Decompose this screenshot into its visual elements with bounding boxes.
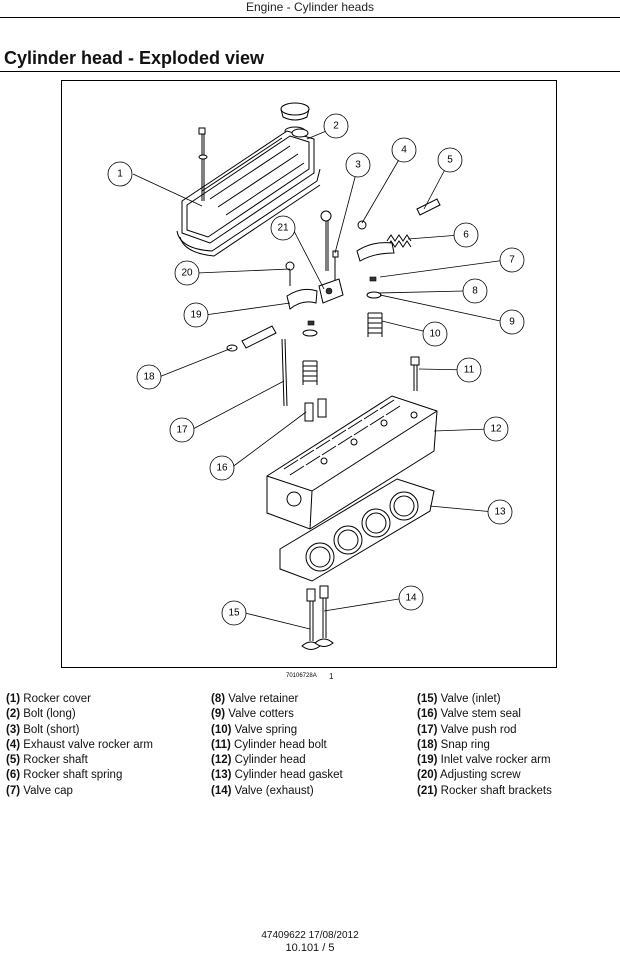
push-rod-part <box>281 338 288 407</box>
svg-text:21: 21 <box>277 223 289 234</box>
callout-9: 9 <box>499 309 525 335</box>
svg-text:10: 10 <box>429 329 441 340</box>
footer-page-number: 10.101 / 5 <box>285 942 335 954</box>
svg-text:18: 18 <box>143 372 155 383</box>
page-title: Cylinder head - Exploded view <box>4 48 265 68</box>
svg-text:9: 9 <box>509 317 515 328</box>
legend-item: (11) Cylinder head bolt <box>211 738 327 751</box>
header-rule <box>0 17 620 18</box>
rocker-bolts-part <box>320 210 339 281</box>
legend-column-3: (15) Valve (inlet) (16) Valve stem seal … <box>417 692 552 799</box>
exploded-view-drawing: 1 2 3 4 5 6 7 8 9 10 11 12 13 14 15 16 1… <box>107 102 525 650</box>
svg-text:14: 14 <box>405 593 417 604</box>
callout-8: 8 <box>462 278 488 304</box>
legend-item: (15) Valve (inlet) <box>417 693 501 705</box>
callout-10: 10 <box>422 321 448 347</box>
legend-item: (21) Rocker shaft brackets <box>417 784 552 797</box>
svg-text:5: 5 <box>447 155 453 166</box>
callout-1: 1 <box>107 161 133 187</box>
svg-text:1: 1 <box>117 169 123 180</box>
svg-text:17: 17 <box>176 425 188 436</box>
legend-item: (3) Bolt (short) <box>6 723 80 736</box>
callout-19: 19 <box>183 302 209 328</box>
title-rule <box>0 71 620 72</box>
cover-bolt-part <box>198 127 208 201</box>
valve-stem-seals-part <box>304 398 327 422</box>
svg-text:20: 20 <box>181 268 193 279</box>
callout-16: 16 <box>209 455 235 481</box>
legend-item: (19) Inlet valve rocker arm <box>417 754 551 767</box>
callout-12: 12 <box>483 416 509 442</box>
legend-item: (5) Rocker shaft <box>6 754 88 767</box>
legend-item: (1) Rocker cover <box>6 693 92 705</box>
cylinder-head-bolt-part <box>410 356 420 391</box>
exploded-view-figure: 1 2 3 4 5 6 7 8 9 10 11 12 13 14 15 16 1… <box>61 80 557 668</box>
figure-number: 1 <box>329 672 334 681</box>
valve-cap-retainer-part <box>302 276 382 337</box>
callout-4: 4 <box>391 137 417 163</box>
legend-item: (4) Exhaust valve rocker arm <box>6 738 154 751</box>
callout-17: 17 <box>169 417 195 443</box>
callout-3: 3 <box>345 152 371 178</box>
callout-13: 13 <box>487 499 513 525</box>
legend-item: (17) Valve push rod <box>417 723 517 736</box>
svg-text:6: 6 <box>463 230 469 241</box>
legend-item: (6) Rocker shaft spring <box>6 769 123 782</box>
legend-item: (18) Snap ring <box>417 738 490 751</box>
svg-text:2: 2 <box>333 121 339 132</box>
callout-11: 11 <box>456 357 482 383</box>
rocker-spring-part <box>386 234 412 248</box>
legend-item: (16) Valve stem seal <box>417 708 521 721</box>
svg-text:4: 4 <box>401 145 407 156</box>
legend-item: (14) Valve (exhaust) <box>211 784 314 797</box>
exhaust-rocker-arm-part <box>356 220 395 262</box>
legend-item: (12) Cylinder head <box>211 754 306 767</box>
legend-column-1: (1) Rocker cover (2) Bolt (long) (3) Bol… <box>6 692 153 799</box>
cylinder-head-gasket-part <box>279 478 435 582</box>
svg-text:19: 19 <box>190 310 202 321</box>
callout-5: 5 <box>437 147 463 173</box>
callout-2: 2 <box>323 113 349 139</box>
legend-item: (13) Cylinder head gasket <box>211 769 343 782</box>
callout-7: 7 <box>499 247 525 273</box>
valves-part <box>301 585 334 650</box>
svg-text:12: 12 <box>490 424 502 435</box>
svg-text:11: 11 <box>464 365 475 376</box>
footer-document-reference: 47409622 17/08/2012 <box>261 930 359 941</box>
callout-15: 15 <box>221 600 247 626</box>
legend-item: (9) Valve cotters <box>211 708 294 721</box>
svg-text:3: 3 <box>355 160 361 171</box>
cylinder-head-part <box>266 395 438 530</box>
legend-item: (8) Valve retainer <box>211 693 299 705</box>
callout-14: 14 <box>398 585 424 611</box>
legend-item: (20) Adjusting screw <box>417 769 521 782</box>
svg-text:15: 15 <box>228 608 240 619</box>
figure-reference: 70106728A <box>286 673 317 679</box>
legend-item: (10) Valve spring <box>211 723 298 736</box>
callout-21: 21 <box>270 215 296 241</box>
valve-springs-part <box>302 312 383 385</box>
svg-text:16: 16 <box>216 463 228 474</box>
svg-text:13: 13 <box>494 507 506 518</box>
svg-text:8: 8 <box>472 286 478 297</box>
legend-item: (7) Valve cap <box>6 784 73 797</box>
callout-6: 6 <box>453 222 479 248</box>
rocker-shaft-part <box>226 198 441 352</box>
rocker-cover-part <box>176 128 321 257</box>
inlet-rocker-arm-part <box>285 261 318 310</box>
legend-item: (2) Bolt (long) <box>6 708 76 721</box>
running-header: Engine - Cylinder heads <box>245 0 375 14</box>
callout-18: 18 <box>136 364 162 390</box>
callout-20: 20 <box>174 260 200 286</box>
legend-column-2: (8) Valve retainer (9) Valve cotters (10… <box>211 692 343 799</box>
svg-text:7: 7 <box>509 255 515 266</box>
rocker-bracket-part <box>318 278 344 304</box>
